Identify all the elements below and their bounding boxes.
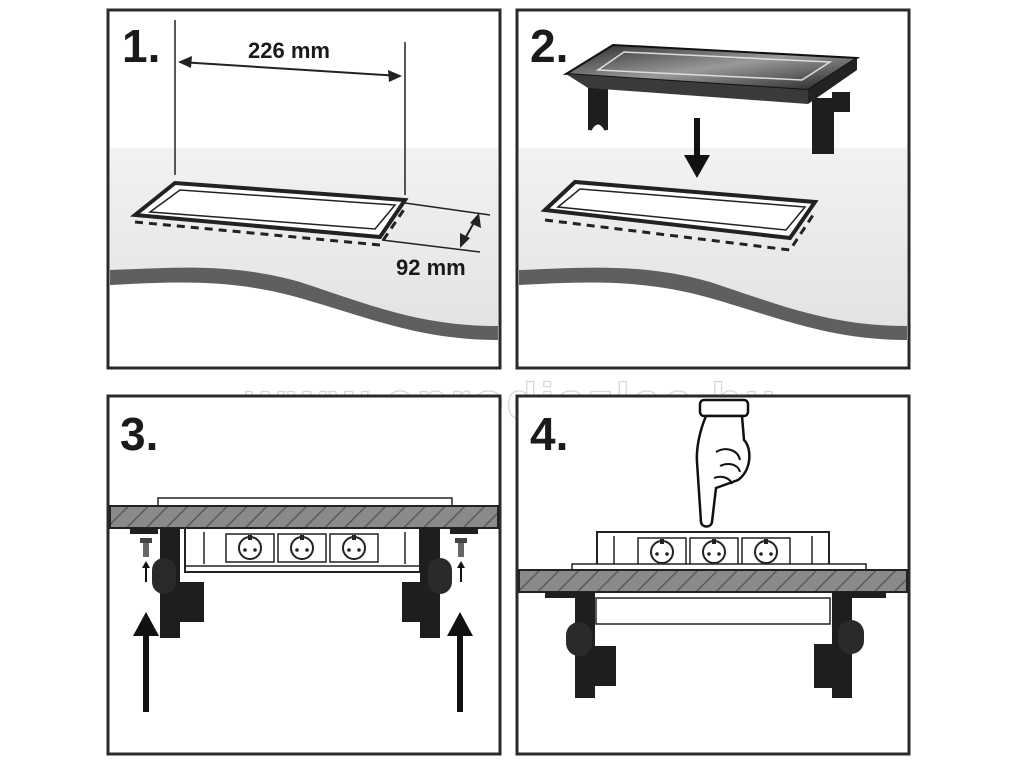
mounting-clamp-left (545, 592, 616, 698)
screw-icon (455, 538, 467, 582)
dimension-width-label: 226 mm (248, 38, 330, 63)
panel-step-4: 4. (515, 394, 911, 756)
mounting-clamp-right (402, 528, 478, 638)
arrow-up-icon (133, 612, 159, 712)
step-number: 2. (530, 20, 568, 72)
mounting-clamp-left (130, 528, 204, 638)
desk-slab (518, 569, 908, 593)
panel-step-1: 1. 226 mm 92 mm (106, 8, 502, 370)
desk-edge (519, 267, 907, 340)
socket-unit-lid (562, 43, 861, 154)
step-number: 1. (122, 20, 160, 72)
screw-icon (140, 538, 152, 582)
mounting-clamp-right (814, 592, 886, 698)
arrow-up-icon (447, 612, 473, 712)
arrow-down-icon (684, 118, 710, 178)
desk-edge (110, 267, 498, 340)
panel-step-2: 2. (515, 8, 911, 370)
dimension-depth-label: 92 mm (396, 255, 466, 280)
panel-step-3: 3. (106, 394, 502, 756)
pointing-hand-icon (695, 398, 751, 528)
step-number: 4. (530, 408, 568, 460)
desk-slab (109, 505, 499, 529)
step-number: 3. (120, 408, 158, 460)
